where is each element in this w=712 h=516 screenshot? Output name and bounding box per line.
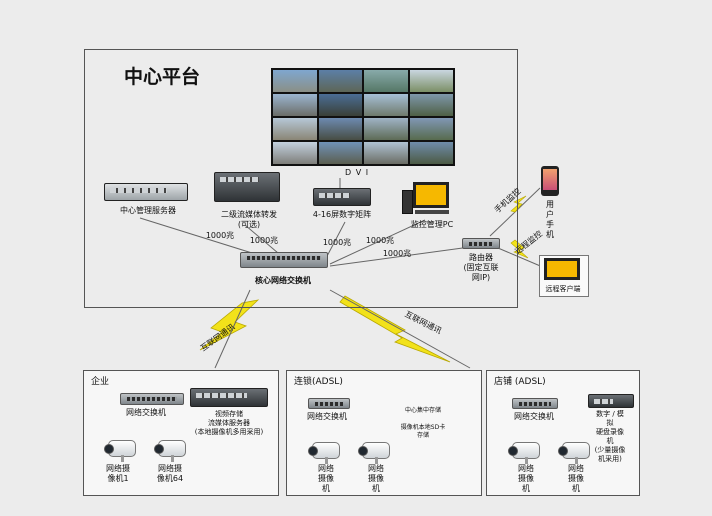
pc-tower-icon — [402, 190, 413, 214]
core-switch-label: 核心网络交换机 — [255, 276, 311, 285]
store-camera-a-icon — [508, 442, 540, 464]
store-cam-b-label: 网络 摄像 机 — [568, 464, 584, 493]
link-1000-media: 1000兆 — [249, 236, 279, 245]
enterprise-title: 企业 — [91, 377, 110, 387]
center-platform-box — [84, 49, 518, 308]
chain-camera-b-icon — [358, 442, 390, 464]
router-label: 路由器 (固定互联 网IP) — [463, 253, 499, 282]
line-media-core — [244, 224, 279, 254]
pc-keyboard-icon — [415, 210, 449, 214]
enterprise-cam1-label: 网络摄 像机1 — [106, 464, 130, 483]
enterprise-storage-label: 视频存储 流媒体服务器 (本地摄像机多用采用) — [194, 410, 264, 436]
media-server-icon — [214, 172, 280, 202]
chain-cam-b-label: 网络 摄像 机 — [368, 464, 384, 493]
chain-switch-label: 网络交换机 — [307, 412, 347, 421]
chain-cam-a-label: 网络 摄像 机 — [318, 464, 334, 493]
phone-bolt — [510, 195, 527, 213]
store-dvr-icon — [588, 394, 634, 408]
link-1000-router: 1000兆 — [382, 249, 412, 258]
link-1000-matrix: 1000兆 — [322, 238, 352, 247]
store-dvr-label: 数字 / 模 拟 硬盘录像 机 (少量摄像 机采用) — [594, 410, 626, 463]
enterprise-camera-64-icon — [154, 440, 186, 462]
pc-label: 监控管理PC — [410, 220, 454, 229]
center-title: 中心平台 — [124, 66, 201, 88]
pc-monitor-icon — [413, 182, 449, 208]
store-cam-a-label: 网络 摄像 机 — [518, 464, 534, 493]
enterprise-camera-1-icon — [104, 440, 136, 462]
line-mgmt-core — [139, 217, 269, 259]
line-router-core — [329, 246, 471, 267]
video-wall — [271, 68, 455, 166]
link-1000-pc: 1000兆 — [365, 236, 395, 245]
user-phone-label: 用 户 手 机 — [546, 200, 554, 239]
line-pc-core — [329, 219, 426, 265]
store-title: 店铺 (ADSL) — [494, 377, 546, 387]
phone-icon — [541, 166, 559, 196]
store-switch-icon — [512, 398, 558, 409]
store-box — [486, 370, 640, 496]
chain-title: 连锁(ADSL) — [294, 377, 343, 387]
store-camera-b-icon — [558, 442, 590, 464]
line-core-enterprise — [214, 289, 251, 369]
chain-camera-a-icon — [308, 442, 340, 464]
line-matrix-core — [324, 221, 346, 261]
enterprise-switch-icon — [120, 393, 184, 405]
enterprise-storage-icon — [190, 388, 268, 407]
mgmt-server-icon — [104, 183, 188, 201]
media-server-label: 二级流媒体转发 (可选) — [221, 210, 277, 229]
matrix-icon — [313, 188, 371, 206]
dvi-label: D V I — [345, 168, 370, 177]
chain-note-2: 摄像机本地SD卡 存储 — [400, 424, 446, 439]
matrix-label: 4-16屏数字矩阵 — [312, 210, 372, 219]
core-switch-icon — [240, 252, 328, 268]
link-1000-mgmt: 1000兆 — [205, 231, 235, 240]
enterprise-switch-label: 网络交换机 — [126, 408, 166, 417]
chain-box — [286, 370, 482, 496]
line-core-store — [329, 289, 471, 369]
store-switch-label: 网络交换机 — [514, 412, 554, 421]
chain-switch-icon — [308, 398, 350, 409]
remote-client-monitor-icon — [544, 258, 580, 280]
mgmt-server-label: 中心管理服务器 — [120, 206, 176, 215]
remote-client-label: 远程客户端 — [545, 285, 581, 293]
remote-bolt — [510, 239, 529, 259]
enterprise-cam64-label: 网络摄 像机64 — [156, 464, 184, 483]
router-icon — [462, 238, 500, 249]
chain-note-1: 中心集中存储 — [404, 407, 441, 414]
line-router-client — [497, 247, 546, 269]
